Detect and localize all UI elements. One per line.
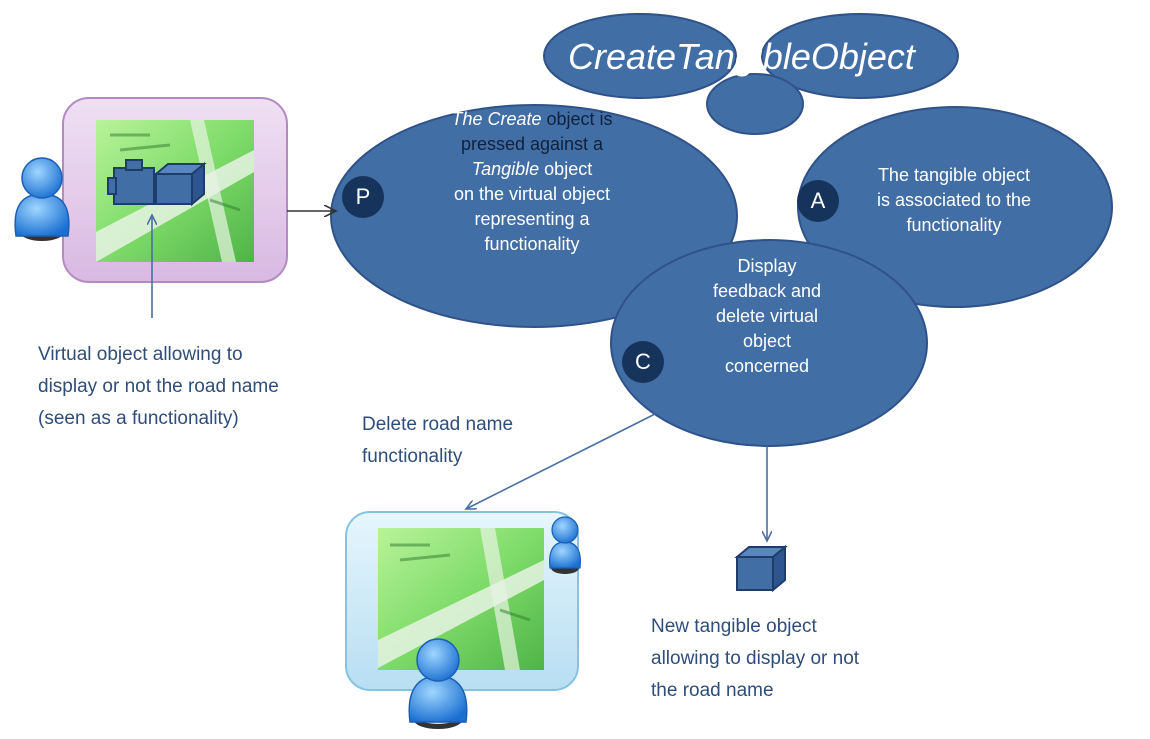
tangible-icon-on-map: [107, 159, 207, 207]
c-line-5: concerned: [724, 356, 810, 376]
new-tangible-label-line-1: New tangible object: [651, 616, 817, 637]
new-tangible-label-line-3: the road name: [651, 680, 774, 701]
tangible-cube-icon: [734, 544, 788, 593]
p-line-5: representing a: [474, 209, 590, 229]
delete-road-label: Delete road name functionality: [362, 412, 513, 470]
phase-p-text: The Create object is pressed against a T…: [396, 107, 668, 257]
a-line-1: The tangible object: [877, 165, 1031, 185]
user-icon-small: [549, 516, 581, 574]
new-tangible-label-line-2: allowing to display or not: [651, 648, 860, 669]
p-line-1: The Create object is: [451, 109, 613, 129]
user-icon-bottom: [408, 638, 468, 729]
virtual-object-label-line-3: (seen as a functionality): [38, 408, 239, 429]
phase-c-bubble: [610, 239, 928, 447]
a-line-3: functionality: [906, 215, 1002, 235]
phase-p-badge: P: [342, 176, 384, 218]
phase-a-text: The tangible object is associated to the…: [848, 163, 1060, 238]
a-line-2: is associated to the: [876, 190, 1032, 210]
delete-road-label-line-1: Delete road name: [362, 414, 514, 435]
c-line-3: delete virtual: [715, 306, 819, 326]
virtual-object-label-line-1: Virtual object allowing to: [38, 344, 243, 365]
c-line-1: Display: [737, 256, 797, 276]
new-tangible-label: New tangible object allowing to display …: [651, 614, 859, 704]
p-line-3: Tangible object: [471, 159, 593, 179]
p-line-4: on the virtual object: [453, 184, 611, 204]
phase-a-badge: A: [797, 180, 839, 222]
p-line-2: pressed against a: [460, 134, 604, 154]
phase-c-badge: C: [622, 341, 664, 383]
arrow-c-to-result: [466, 413, 656, 509]
virtual-object-label-line-2: display or not the road name: [38, 376, 279, 397]
virtual-object-label: Virtual object allowing to display or no…: [38, 342, 279, 432]
user-icon: [14, 157, 70, 241]
c-line-2: feedback and: [712, 281, 822, 301]
virtual-object-panel: [62, 97, 288, 283]
c-line-4: object: [742, 331, 792, 351]
delete-road-label-line-2: functionality: [362, 446, 463, 467]
result-panel: [345, 511, 579, 691]
p-line-6: functionality: [484, 234, 580, 254]
diagram-title: CreateTangibleObject: [568, 36, 915, 77]
phase-c-text: Display feedback and delete virtual obje…: [684, 254, 850, 379]
title-bubble: [543, 13, 959, 135]
